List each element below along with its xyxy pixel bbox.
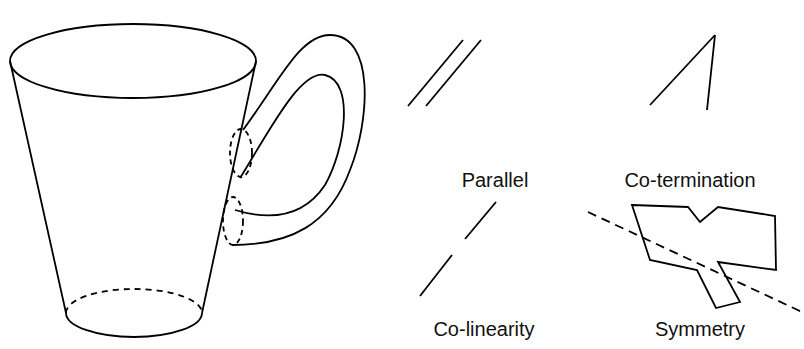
mug-side bbox=[10, 61, 66, 313]
mug-base bbox=[66, 313, 202, 337]
junction-marker bbox=[230, 129, 252, 177]
junction-marker bbox=[223, 197, 243, 245]
mug-handle bbox=[235, 75, 344, 216]
cotermination-line bbox=[707, 35, 715, 110]
colinear-segment bbox=[420, 255, 452, 296]
parallel-line bbox=[426, 40, 481, 106]
symmetry-axis bbox=[588, 212, 802, 312]
cotermination-line bbox=[650, 35, 715, 105]
colinear-segment bbox=[465, 202, 496, 239]
mug-rim bbox=[10, 24, 256, 98]
mug-side bbox=[202, 61, 256, 313]
feature-label: Co-termination bbox=[624, 169, 755, 191]
mug-base-hidden bbox=[66, 289, 202, 313]
parallel-line bbox=[408, 40, 463, 106]
mug-handle bbox=[232, 35, 365, 245]
feature-label: Symmetry bbox=[655, 318, 745, 340]
symmetric-shape bbox=[632, 205, 776, 308]
feature-label: Co-linearity bbox=[433, 318, 534, 340]
feature-label: Parallel bbox=[462, 169, 529, 191]
